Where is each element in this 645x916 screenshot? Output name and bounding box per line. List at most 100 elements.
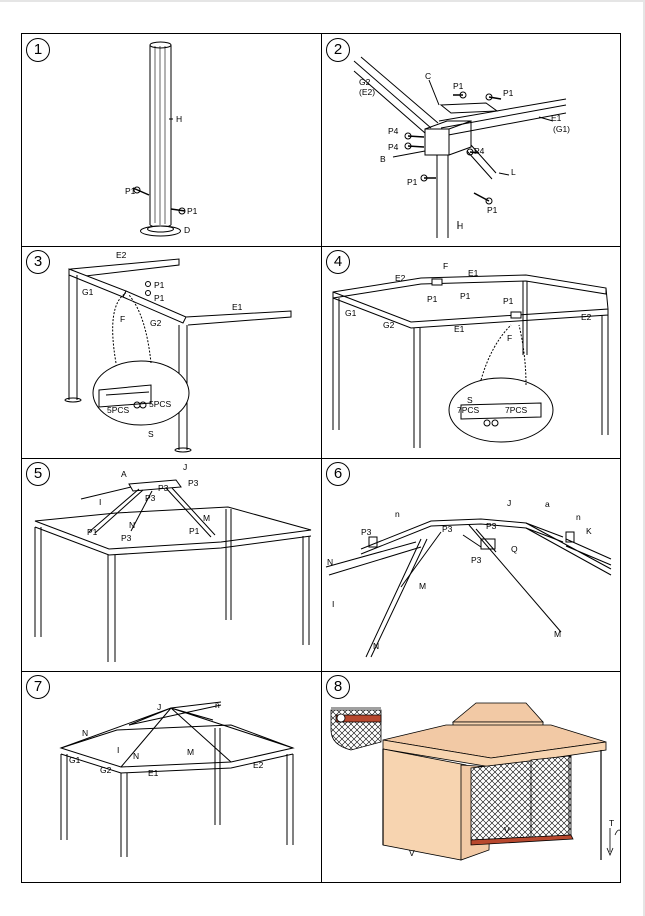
step-4-illustration: F E2 E1 P1 P1 G1 G2 E1 P1 E2 F S 7PCS 7P… [332,261,609,448]
step-5-label-p3b: P3 [188,478,199,488]
step-4-label-pcs2: 7PCS [505,405,528,415]
step-5-label-i: I [99,497,101,507]
step-2-label-e2: (E2) [359,87,375,97]
step-2-illustration: G2 (E2) C P1 P1 E1 (G1) P4 P4 P4 B P1 L … [353,56,570,238]
step-3-label-p1b: P1 [154,293,165,303]
step-2-label-p4b: P4 [388,142,399,152]
step-6-label-p3c: P3 [486,521,497,531]
step-6-label-i: I [332,599,334,609]
step-8-label-t: T [609,818,614,828]
step-6-label-n: n [395,509,400,519]
step-4-label-g2: G2 [383,320,395,330]
step-3-label-e1: E1 [232,302,243,312]
step-2-label-p4a: P4 [388,126,399,136]
step-7-label-j: J [157,702,161,712]
step-7-label-e1: E1 [148,768,159,778]
page-edge-top [0,0,645,2]
step-6-label-n2: n [576,512,581,522]
step-5-label-p1b: P1 [189,526,200,536]
step-3-label-g1: G1 [82,287,94,297]
step-7-label-nn: N [82,728,88,738]
step-5-label-p3a: P3 [158,483,169,493]
step-6-label-a: a [545,499,550,509]
step-6-label-q: Q [511,544,518,554]
step-2-label-p4c: P4 [474,146,485,156]
step-8-label-v1: V [409,848,415,858]
step-6-label-m2: M [554,629,561,639]
step-6-label-p3a: P3 [361,527,372,537]
step-1-label-h: H [176,114,182,124]
step-5-illustration: A J P3 P3 P3 I P1 N M P3 P1 [34,462,312,662]
step-6-label-p3b: P3 [442,524,453,534]
step-2-label-p1d: P1 [487,205,498,215]
step-5-label-p1a: P1 [87,527,98,537]
step-4-label-f: F [443,261,448,271]
step-7-label-n: n [215,700,220,710]
steps-grid [21,33,621,883]
step-2-label-b: B [380,154,386,164]
step-4-label-f2: F [507,333,512,343]
step-5-number: 5 [26,462,50,486]
step-4-label-e2: E2 [395,273,406,283]
step-1-label-p1b: P1 [187,206,198,216]
grid-divider-row-1 [22,246,620,247]
step-4-label-p1b: P1 [460,291,471,301]
step-5-label-a: A [121,469,127,479]
step-6-number: 6 [326,462,350,486]
step-5-label-p3c: P3 [145,493,156,503]
step-7-label-i: I [117,745,119,755]
step-7-label-e2: E2 [253,760,264,770]
step-4-label-e1: E1 [468,268,479,278]
step-5-label-n: N [129,520,135,530]
step-3-label-p1a: P1 [154,280,165,290]
step-4-label-p1a: P1 [427,294,438,304]
step-3-label-g2: G2 [150,318,162,328]
step-2-label-g1: (G1) [553,124,570,134]
step-6-label-m: M [419,581,426,591]
step-4-label-e2b: E2 [581,312,592,322]
step-6-label-j: J [507,498,511,508]
step-8-number: 8 [326,675,350,699]
step-4-label-g1: G1 [345,308,357,318]
step-6-label-p3d: P3 [471,555,482,565]
step-6-illustration: J a n n K P3 P3 P3 P3 Q N M I M N [325,498,612,658]
step-7-number: 7 [26,675,50,699]
step-4-label-pcs1: 7PCS [457,405,480,415]
step-2-label-h: H [457,221,463,231]
step-2-label-g2: G2 [359,77,371,87]
step-4-label-s: S [467,395,473,405]
step-1-label-p1a: P1 [125,186,136,196]
step-1-number: 1 [26,38,50,62]
step-3-label-e2: E2 [116,250,127,260]
step-8-illustration: V V T [330,702,621,861]
step-7-label-m: M [187,747,194,757]
step-5-label-p3d: P3 [121,533,132,543]
grid-divider-row-3 [22,671,620,672]
step-6-label-n-bottom: N [373,641,379,651]
step-5-label-j: J [183,462,187,472]
step-2-label-p1c: P1 [407,177,418,187]
step-2-number: 2 [326,38,350,62]
step-4-label-p1c: P1 [503,296,514,306]
step-3-label-s: S [148,429,154,439]
step-2-label-p1a: P1 [453,81,464,91]
step-1-illustration: H P1 P1 D [125,41,198,237]
step-5-label-m: M [203,513,210,523]
step-3-label-pcs1: 5PCS [107,405,130,415]
grid-divider-row-2 [22,458,620,459]
step-3-label-f: F [120,314,125,324]
step-2-label-c: C [425,71,431,81]
step-4-number: 4 [326,250,350,274]
step-7-label-g1: G1 [69,755,81,765]
step-2-label-l: L [511,167,516,177]
step-6-label-k: K [586,526,592,536]
step-1-label-d: D [184,225,190,235]
step-3-number: 3 [26,250,50,274]
step-2-label-p1b: P1 [503,88,514,98]
step-7-label-g2: G2 [100,765,112,775]
step-3-illustration: E2 G1 P1 P1 F G2 E1 5PCS 5PCS S [64,250,292,453]
step-7-label-n2: N [133,751,139,761]
step-6-label-nn: N [327,557,333,567]
page-edge-right [643,0,645,916]
